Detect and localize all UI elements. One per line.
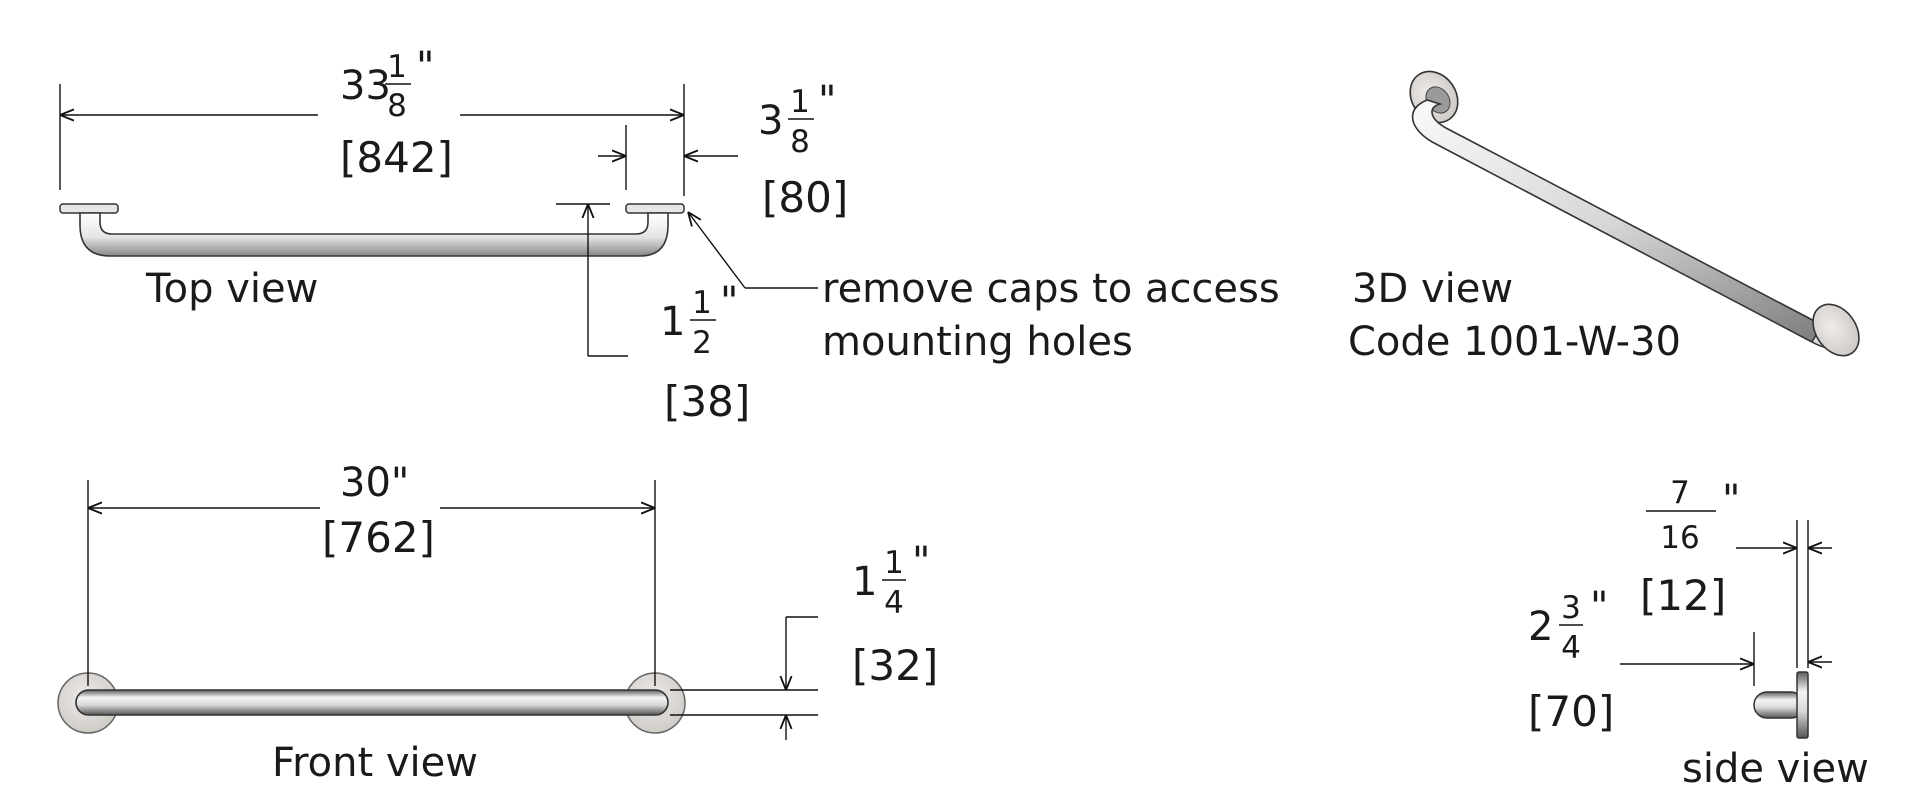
svg-text:": " <box>720 279 738 325</box>
side-flange <box>1796 671 1809 739</box>
svg-text:[32]: [32] <box>852 641 938 690</box>
svg-text:3: 3 <box>758 98 783 144</box>
svg-text:1: 1 <box>692 285 712 321</box>
dim-flange-diameter: 2 3 4 " [70] <box>1528 584 1755 736</box>
svg-text:33: 33 <box>340 63 391 109</box>
svg-text:[80]: [80] <box>762 173 848 222</box>
svg-text:3: 3 <box>1561 590 1581 626</box>
svg-text:30": 30" <box>340 460 409 506</box>
dim-centers: 30" [762] <box>87 460 656 686</box>
side-view: side view <box>1682 671 1869 791</box>
top-right-flange <box>625 203 685 214</box>
svg-text:Code 1001-W-30: Code 1001-W-30 <box>1348 319 1681 365</box>
svg-text:[70]: [70] <box>1528 687 1614 736</box>
svg-text:1: 1 <box>884 545 904 581</box>
svg-text:remove caps to access: remove caps to access <box>822 266 1280 312</box>
3d-bottom-flange <box>1812 303 1860 357</box>
svg-text:[762]: [762] <box>322 513 435 562</box>
svg-text:mounting holes: mounting holes <box>822 319 1133 365</box>
svg-text:8: 8 <box>790 124 810 160</box>
front-bar-tube <box>75 689 669 716</box>
svg-text:": " <box>912 539 930 585</box>
svg-text:": " <box>1590 584 1608 630</box>
svg-text:4: 4 <box>884 585 904 621</box>
dim-tube-diameter: 1 1 4 " [32] <box>670 539 938 740</box>
dim-overall-width: 33 1 8 " [842] <box>59 44 685 196</box>
svg-text:2: 2 <box>1528 604 1553 650</box>
svg-text:3D view: 3D view <box>1352 266 1513 312</box>
svg-text:1: 1 <box>790 84 810 120</box>
svg-text:": " <box>1722 477 1740 523</box>
svg-text:2: 2 <box>692 325 712 361</box>
svg-text:side view: side view <box>1682 746 1869 791</box>
3d-view: 3D view Code 1001-W-30 <box>1348 70 1860 365</box>
svg-text:": " <box>818 78 836 124</box>
svg-text:1: 1 <box>660 299 685 345</box>
svg-text:[12]: [12] <box>1640 571 1726 620</box>
dim-flange-thickness: 7 16 " [12] <box>1640 475 1832 668</box>
svg-text:16: 16 <box>1660 520 1699 556</box>
svg-text:[842]: [842] <box>340 133 453 182</box>
svg-text:7: 7 <box>1670 475 1690 511</box>
svg-text:[38]: [38] <box>664 377 750 426</box>
top-bar-tube <box>79 212 669 257</box>
dim-projection: 1 1 2 " [38] <box>556 203 750 426</box>
svg-text:8: 8 <box>387 88 407 124</box>
top-left-flange <box>59 203 119 214</box>
svg-text:1: 1 <box>852 559 877 605</box>
top-view: Top view <box>59 203 685 312</box>
top-view-label: Top view <box>145 266 318 312</box>
front-view: Front view <box>57 672 686 786</box>
svg-text:4: 4 <box>1561 630 1581 666</box>
svg-text:": " <box>416 44 434 90</box>
callout-remove-caps: remove caps to access mounting holes <box>688 212 1280 365</box>
svg-text:1: 1 <box>387 49 407 85</box>
dim-flange: 3 1 8 " [80] <box>598 78 848 222</box>
svg-text:Front view: Front view <box>272 740 478 786</box>
